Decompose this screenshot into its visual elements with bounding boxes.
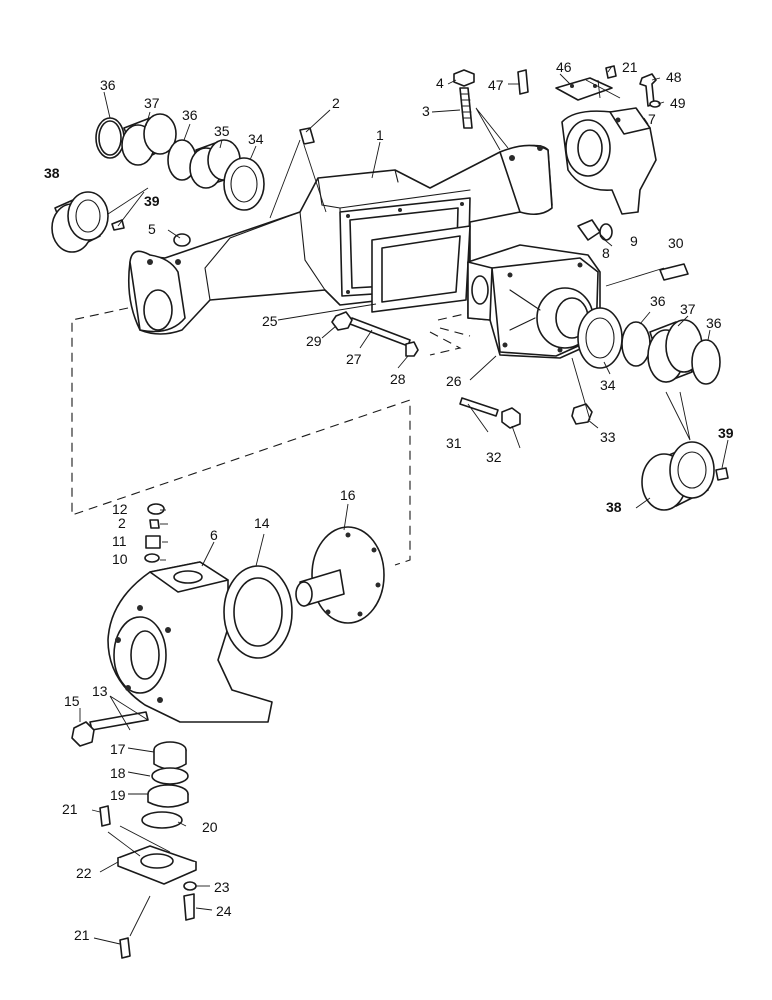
callout-17: 17: [110, 741, 126, 757]
callout-14: 14: [254, 515, 270, 531]
callout-39: 39: [144, 193, 160, 209]
seal-36-right-a: [621, 321, 651, 367]
housing-gasket: [371, 225, 471, 313]
callout-34: 34: [600, 377, 616, 393]
fitting-11: [145, 535, 161, 549]
callout-8: 8: [602, 245, 610, 261]
assembly-guide-left: [71, 307, 411, 566]
bolt-24: [183, 893, 195, 921]
plug-8: [577, 219, 601, 241]
callout-21: 21: [62, 801, 78, 817]
leader-lines: [79, 65, 729, 945]
cap-17: [153, 741, 187, 770]
cap-12: [147, 503, 165, 515]
bearing-38-left: [51, 191, 109, 253]
grease-nipple-21-bottom: [119, 937, 131, 959]
callout-36: 36: [650, 293, 666, 309]
callout-37: 37: [680, 301, 696, 317]
hub-flange-16: [295, 526, 385, 624]
callout-25: 25: [262, 313, 278, 329]
callout-35: 35: [214, 123, 230, 139]
callout-5: 5: [148, 221, 156, 237]
callout-22: 22: [76, 865, 92, 881]
callout-21: 21: [622, 59, 638, 75]
pin-30: [659, 263, 689, 281]
callout-30: 30: [668, 235, 684, 251]
nut-15: [71, 721, 95, 747]
bearing-38-right: [641, 441, 715, 511]
callout-7: 7: [648, 111, 656, 127]
callout-26: 26: [446, 373, 462, 389]
callout-13: 13: [92, 683, 108, 699]
callout-2: 2: [118, 515, 126, 531]
callout-46: 46: [556, 59, 572, 75]
callout-38: 38: [44, 165, 60, 181]
callout-11: 11: [112, 533, 127, 549]
callout-6: 6: [210, 527, 218, 543]
breather-2-lower: [149, 519, 160, 529]
callout-48: 48: [666, 69, 682, 85]
bolt-27: [349, 317, 411, 347]
bearing-cup-18: [151, 767, 189, 785]
washer-23: [183, 881, 197, 891]
callout-9: 9: [630, 233, 638, 249]
callout-33: 33: [600, 429, 616, 445]
callout-23: 23: [214, 879, 230, 895]
callout-49: 49: [670, 95, 686, 111]
bearing-19: [147, 784, 189, 808]
clip-39-left: [111, 219, 125, 231]
clip-39-right: [715, 467, 729, 481]
callout-39: 39: [718, 425, 734, 441]
callout-10: 10: [112, 551, 128, 567]
seal-36-right-b: [691, 339, 721, 385]
stud-31: [459, 397, 499, 417]
callout-32: 32: [486, 449, 502, 465]
callout-27: 27: [346, 351, 362, 367]
callout-19: 19: [110, 787, 126, 803]
callout-24: 24: [216, 903, 232, 919]
left-steering-knuckle: [107, 561, 273, 723]
callout-29: 29: [306, 333, 322, 349]
nut-4: [453, 69, 475, 87]
nut-32: [501, 407, 521, 429]
washer-10: [144, 553, 160, 563]
seal-36-left-inner: [98, 120, 122, 156]
right-steering-knuckle: [561, 107, 657, 215]
callout-20: 20: [202, 819, 218, 835]
nut-29: [331, 311, 353, 331]
callout-3: 3: [422, 103, 430, 119]
spacer-35: [189, 139, 241, 189]
callout-12: 12: [112, 501, 128, 517]
shim-34-right: [577, 307, 623, 369]
callout-34: 34: [248, 131, 264, 147]
callout-4: 4: [436, 75, 444, 91]
callout-31: 31: [446, 435, 462, 451]
flange-gasket-14: [223, 565, 293, 659]
grease-nipple-21-mid: [99, 805, 111, 827]
callout-28: 28: [390, 371, 406, 387]
breather-2-top: [299, 127, 315, 145]
callout-38: 38: [606, 499, 622, 515]
callout-36: 36: [182, 107, 198, 123]
callout-21: 21: [74, 927, 90, 943]
callout-18: 18: [110, 765, 126, 781]
washer-49: [649, 100, 661, 108]
callout-labels: 1 2 2 3 4 5 6 7 8 9 10 11 12 13 14 15 16…: [44, 59, 734, 943]
callout-36: 36: [100, 77, 116, 93]
callout-15: 15: [64, 693, 80, 709]
bearing-cup-37-left: [121, 113, 177, 166]
seal-20: [141, 811, 183, 829]
callout-37: 37: [144, 95, 160, 111]
shim-34-left: [223, 157, 265, 211]
callout-1: 1: [376, 127, 384, 143]
dowel-pin-47: [517, 69, 529, 95]
nut-28: [405, 341, 419, 357]
callout-2: 2: [332, 95, 340, 111]
cap-plate-22: [117, 845, 197, 885]
callout-36: 36: [706, 315, 722, 331]
callout-16: 16: [340, 487, 356, 503]
callout-47: 47: [488, 77, 504, 93]
